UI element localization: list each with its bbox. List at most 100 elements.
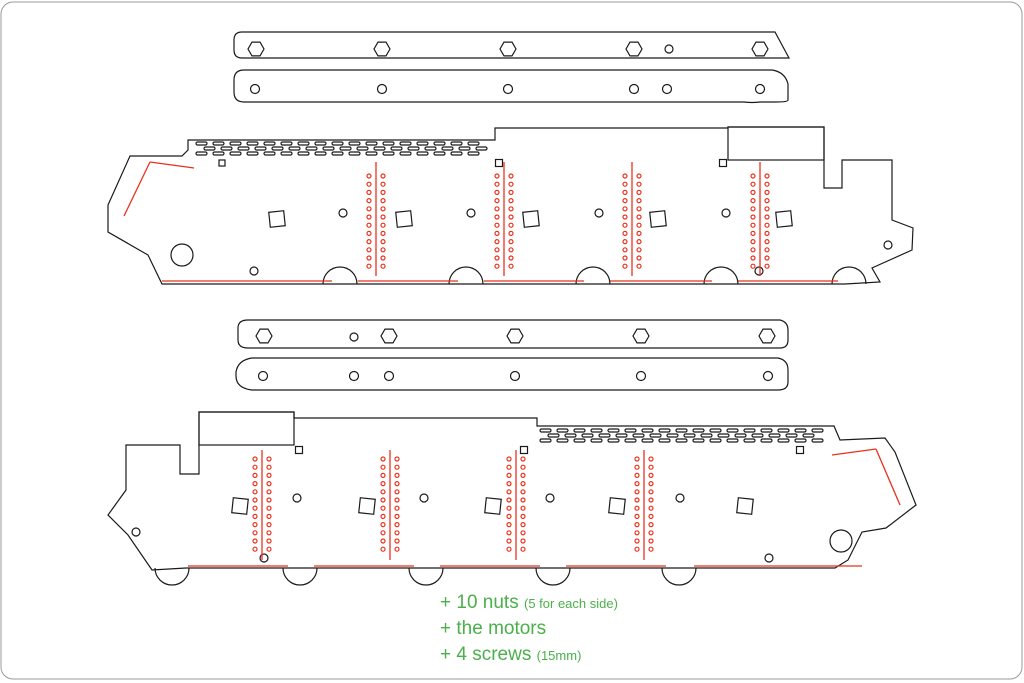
rivet-dot [394, 530, 400, 536]
screw-hole-icon [338, 208, 348, 218]
dotted-rivet-row-icon [750, 173, 770, 269]
rivet-dot [380, 481, 386, 487]
rivet-dot [252, 505, 258, 511]
screw-hole-icon [249, 83, 261, 95]
wheel-cutout-icon [154, 567, 190, 586]
square-slot-icon [775, 210, 793, 228]
rivet-dot [366, 189, 372, 195]
dotted-rivet-row-icon [506, 456, 526, 552]
rivet-dot [508, 263, 514, 269]
dotted-rivet-row-icon [380, 456, 400, 552]
rivet-dot [622, 222, 628, 228]
rivet-dot [380, 173, 386, 179]
screw-hole-icon [829, 529, 853, 553]
square-slot-icon [649, 210, 667, 228]
rivet-dot [520, 481, 526, 487]
vent-slot [734, 433, 747, 438]
rivet-dot [394, 472, 400, 478]
vent-slot [314, 151, 327, 156]
bottom-rail-strip-2 [235, 357, 789, 391]
vent-slot [709, 428, 722, 433]
vent-slot [288, 146, 301, 151]
rivet-dot [506, 505, 512, 511]
rivet-dot [380, 472, 386, 478]
rivet-dot [636, 222, 642, 228]
rivet-dot [622, 214, 628, 220]
dotted-rivet-row-icon [622, 173, 642, 269]
rivet-dot [252, 513, 258, 520]
note-nuts: + 10 nuts (5 for each side) [440, 592, 618, 613]
vent-slot [658, 428, 671, 433]
rivet-dot [648, 538, 654, 544]
vent-slot [692, 428, 705, 433]
vent-slot [271, 146, 284, 151]
rivet-dot [750, 255, 756, 261]
vent-slot [348, 151, 361, 156]
vent-slot [467, 151, 480, 156]
vent-slot [390, 146, 403, 151]
screw-hole-icon [762, 370, 774, 382]
screw-hole-icon [594, 208, 604, 218]
vent-slot [331, 141, 344, 146]
rivet-dot [252, 497, 258, 503]
vent-slot [666, 433, 679, 438]
vent-slot [254, 146, 267, 151]
rivet-dot [648, 546, 654, 552]
vent-slot [692, 438, 705, 443]
rivet-dot [380, 521, 386, 528]
vent-slot [743, 438, 756, 443]
rivet-dot [750, 239, 756, 245]
rivet-dot [636, 189, 642, 195]
rivet-dot [380, 214, 386, 220]
bottom-rail-strip [233, 69, 789, 104]
vent-slot [726, 438, 739, 443]
rivet-dot [506, 481, 512, 487]
screw-hole-icon [292, 493, 302, 503]
rivet-dot [506, 538, 512, 544]
rivet-dot [622, 263, 628, 269]
wheel-cutout-icon [448, 266, 484, 285]
rivet-dot [508, 239, 514, 245]
front-guide-line [149, 161, 195, 169]
rivet-dot [764, 206, 770, 212]
rivet-dot [366, 255, 372, 261]
rivet-dot [622, 206, 628, 212]
rivet-dot [634, 513, 640, 520]
rivet-dot [252, 456, 258, 462]
rivet-dot [636, 214, 642, 220]
vent-slot [348, 141, 361, 146]
screw-hole-icon [664, 44, 674, 54]
vent-slot [373, 146, 386, 151]
vent-slot [683, 433, 696, 438]
wheel-cutout-icon [408, 567, 444, 586]
vent-slot [700, 433, 713, 438]
front-guide-line [875, 448, 901, 506]
rivet-dot [648, 481, 654, 487]
rivet-dot [380, 247, 386, 253]
screw-hole-icon [419, 493, 429, 503]
screw-hole-icon [131, 527, 141, 537]
vent-slot [263, 141, 276, 146]
screw-hole-icon [545, 493, 555, 503]
vent-slot [760, 428, 773, 433]
vent-slot [768, 433, 781, 438]
rivet-dot [366, 181, 372, 187]
rivet-dot [520, 464, 526, 470]
vent-slot [615, 433, 628, 438]
rivet-dot [750, 173, 756, 179]
vent-slot [641, 438, 654, 443]
vent-slots [539, 428, 824, 443]
vent-slot [624, 438, 637, 443]
rivet-dot [266, 464, 272, 470]
rivet-dot [506, 546, 512, 552]
square-slot-icon [218, 159, 226, 167]
screw-hole-icon [348, 370, 360, 382]
vent-slot [573, 428, 586, 433]
rivet-dot [508, 181, 514, 187]
rivet-dot [252, 489, 258, 495]
square-slot-icon [494, 158, 504, 168]
rivet-dot [750, 263, 756, 269]
rivet-dot [520, 538, 526, 544]
rivet-dot [764, 263, 770, 269]
